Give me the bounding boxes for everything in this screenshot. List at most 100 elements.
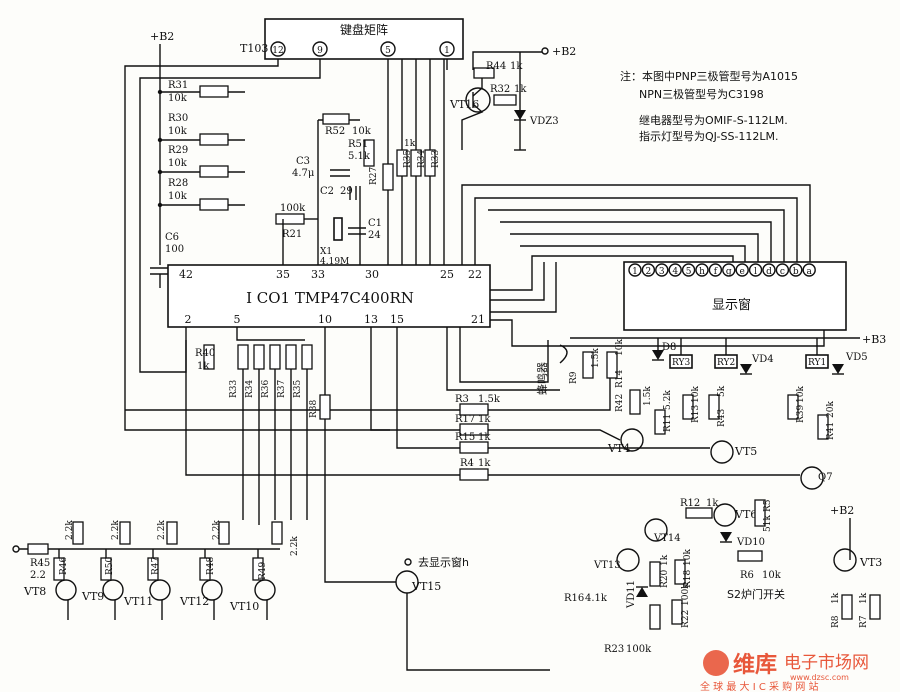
svg-text:R33: R33 xyxy=(431,149,441,168)
display-pin-e xyxy=(735,263,749,277)
vt3-section: +B2 VT3 R8 1k R7 1k xyxy=(830,504,882,628)
svg-text:1k: 1k xyxy=(831,592,841,604)
bias-resistor xyxy=(199,557,211,581)
svg-text:全 球 最 大 I C 采 购 网 站: 全 球 最 大 I C 采 购 网 站 xyxy=(700,680,819,692)
svg-text:T103: T103 xyxy=(240,42,268,55)
svg-text:D8: D8 xyxy=(662,342,676,353)
relay-drivers: +B3 蜂鸣器 R9 1.5k R14 10k D8 RY3 RY2 VD4 R… xyxy=(535,333,886,490)
bias-resistor xyxy=(147,557,159,581)
display-pin-label: h xyxy=(699,267,705,277)
svg-text:R32: R32 xyxy=(490,84,510,95)
svg-text:NPN三极管型号为C3198: NPN三极管型号为C3198 xyxy=(639,87,764,101)
svg-text:VT8: VT8 xyxy=(23,585,46,598)
vt15-section: 去显示窗h VT15 xyxy=(324,419,550,671)
svg-text:10k: 10k xyxy=(796,386,806,403)
display-pin-label: 3 xyxy=(659,267,665,277)
svg-text:R41: R41 xyxy=(826,422,836,440)
transistor xyxy=(201,579,223,601)
svg-text:1k: 1k xyxy=(478,414,491,425)
display-pin-f xyxy=(708,263,723,277)
svg-text:R51: R51 xyxy=(348,139,368,150)
svg-text:R48: R48 xyxy=(206,556,216,575)
svg-text:1k: 1k xyxy=(510,61,523,72)
svg-text:R35: R35 xyxy=(403,149,413,168)
svg-text:22: 22 xyxy=(468,268,482,281)
svg-text:R40: R40 xyxy=(195,348,215,359)
svg-text:R50: R50 xyxy=(105,556,115,575)
svg-text:X1: X1 xyxy=(320,247,332,257)
display-pin-2 xyxy=(641,263,656,277)
svg-text:1.5k: 1.5k xyxy=(478,394,501,405)
svg-text:2.2k: 2.2k xyxy=(212,520,222,540)
svg-text:R23: R23 xyxy=(604,644,624,655)
svg-text:www.dzsc.com: www.dzsc.com xyxy=(790,673,849,682)
svg-text:10k: 10k xyxy=(762,570,782,581)
svg-text:1.5k: 1.5k xyxy=(643,386,653,406)
svg-text:VD5: VD5 xyxy=(845,352,868,363)
svg-text:蜂鸣器: 蜂鸣器 xyxy=(535,362,549,395)
transistor xyxy=(55,579,77,601)
svg-text:1: 1 xyxy=(444,46,450,56)
svg-text:1k: 1k xyxy=(514,84,527,95)
svg-text:10k: 10k xyxy=(168,126,188,137)
display-pin-label: e xyxy=(740,267,745,277)
bias-resistor xyxy=(252,557,264,581)
svg-text:VT10: VT10 xyxy=(229,600,259,613)
svg-text:VD10: VD10 xyxy=(736,537,765,548)
display-pin-label: 2 xyxy=(646,267,652,277)
svg-text:S2炉门开关: S2炉门开关 xyxy=(727,587,785,601)
svg-text:VT5: VT5 xyxy=(734,445,757,458)
svg-text:R8: R8 xyxy=(831,615,841,628)
svg-text:5: 5 xyxy=(234,313,241,326)
svg-text:10k: 10k xyxy=(683,549,693,566)
svg-text:29: 29 xyxy=(340,186,353,197)
svg-text:5.1k: 5.1k xyxy=(348,151,371,162)
svg-text:RY3: RY3 xyxy=(672,358,690,368)
svg-text:9: 9 xyxy=(317,46,323,56)
svg-text:C3: C3 xyxy=(296,156,310,167)
svg-text:显示窗: 显示窗 xyxy=(712,297,751,313)
display-pin-label: a xyxy=(807,267,813,277)
svg-text:R5: R5 xyxy=(763,499,773,512)
svg-text:1k: 1k xyxy=(404,139,416,149)
svg-text:+B2: +B2 xyxy=(150,30,174,43)
svg-text:R43: R43 xyxy=(717,408,727,427)
svg-text:R31: R31 xyxy=(168,80,188,91)
svg-text:指示灯型号为QJ-SS-112LM.: 指示灯型号为QJ-SS-112LM. xyxy=(639,129,779,143)
svg-text:RY2: RY2 xyxy=(717,358,735,368)
svg-text:2.2k: 2.2k xyxy=(157,520,167,540)
svg-text:10k: 10k xyxy=(168,191,188,202)
main-ic: I CO1 TMP47C400RN 42 35 33 30 25 22 2 5 … xyxy=(167,264,491,328)
display-pin-1 xyxy=(628,263,642,277)
display-pin-h xyxy=(695,263,709,277)
svg-text:R34: R34 xyxy=(245,379,255,398)
display-pin-g xyxy=(722,263,736,277)
svg-text:1k: 1k xyxy=(197,361,210,372)
svg-text:R39: R39 xyxy=(796,404,806,423)
svg-text:R42: R42 xyxy=(615,394,625,412)
svg-text:R13: R13 xyxy=(691,404,701,423)
svg-text:12: 12 xyxy=(272,46,283,56)
svg-text:R44: R44 xyxy=(486,61,506,72)
svg-text:键盘矩阵: 键盘矩阵 xyxy=(340,22,388,37)
svg-text:VT6: VT6 xyxy=(734,508,757,521)
svg-text:100: 100 xyxy=(165,244,184,255)
svg-text:VT12: VT12 xyxy=(179,595,209,608)
svg-text:5: 5 xyxy=(385,46,391,56)
notes: 注：本图中PNP三极管型号为A1015 NPN三极管型号为C3198 继电器型号… xyxy=(620,69,798,143)
keyboard-matrix: 键盘矩阵 T103 12 9 5 1 xyxy=(240,18,464,60)
svg-text:VT14: VT14 xyxy=(653,533,681,544)
display-pin-label: l xyxy=(754,267,757,277)
svg-text:2.2k: 2.2k xyxy=(111,520,121,540)
svg-text:+B3: +B3 xyxy=(862,333,886,346)
svg-text:VT15: VT15 xyxy=(411,580,441,593)
bias-resistor xyxy=(53,557,65,581)
svg-text:VT11: VT11 xyxy=(123,595,153,608)
svg-text:VT9: VT9 xyxy=(81,590,104,603)
